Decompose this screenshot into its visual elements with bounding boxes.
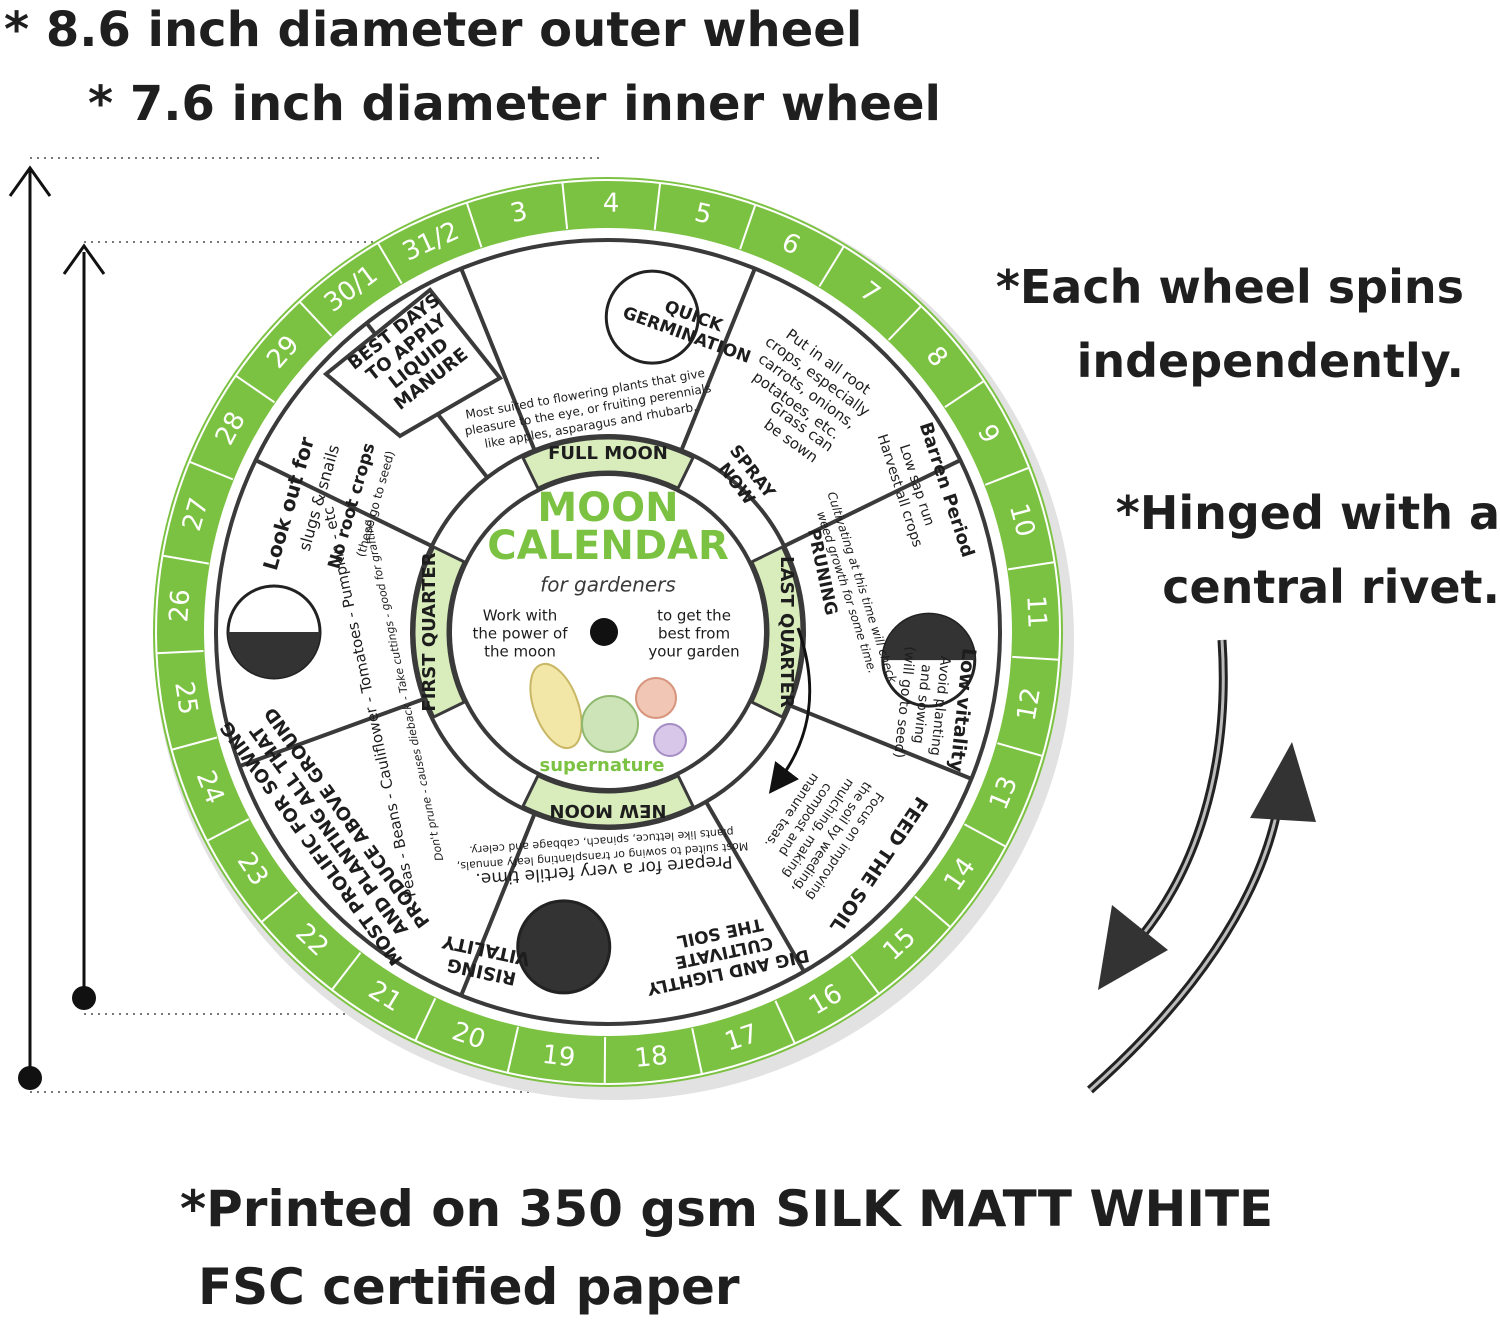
center-rivet[interactable]: [590, 618, 618, 646]
center-left-text-line: Work with: [483, 607, 558, 625]
day-label: 11: [1020, 595, 1052, 629]
calendar-title: CALENDAR: [487, 523, 729, 569]
first-quarter-moon-symbol: [228, 586, 320, 678]
day-label: 12: [1012, 685, 1047, 723]
center-right-text-line: your garden: [648, 643, 739, 661]
new-moon-label: NEW MOON: [549, 800, 666, 821]
inner-wheel[interactable]: FULL MOON LAST QUARTER NEW MOON FIRST QUART…: [204, 228, 1012, 1036]
center-right-text-line: to get the: [657, 607, 731, 625]
day-label: 18: [633, 1041, 669, 1074]
day-label: 25: [168, 679, 203, 716]
day-label: 26: [164, 588, 196, 623]
calendar-subtitle: for gardeners: [540, 573, 676, 597]
last-quarter-label: LAST QUARTER: [776, 556, 797, 708]
tomato-illustration: [636, 678, 676, 718]
center-left-text-line: the moon: [484, 643, 556, 661]
brand-logo: supernature: [540, 755, 665, 776]
center-right-text-line: best from: [658, 625, 730, 643]
spin-arrows: [1090, 640, 1316, 1090]
full-moon-label: FULL MOON: [548, 443, 668, 464]
new-moon-symbol: [518, 901, 610, 993]
day-label: 4: [603, 188, 620, 218]
center-left-text-line: the power of: [473, 625, 569, 643]
first-quarter-label: FIRST QUARTER: [419, 552, 440, 711]
beet-illustration: [654, 724, 686, 756]
day-label: 19: [541, 1040, 577, 1074]
broccoli-illustration: [582, 696, 638, 752]
